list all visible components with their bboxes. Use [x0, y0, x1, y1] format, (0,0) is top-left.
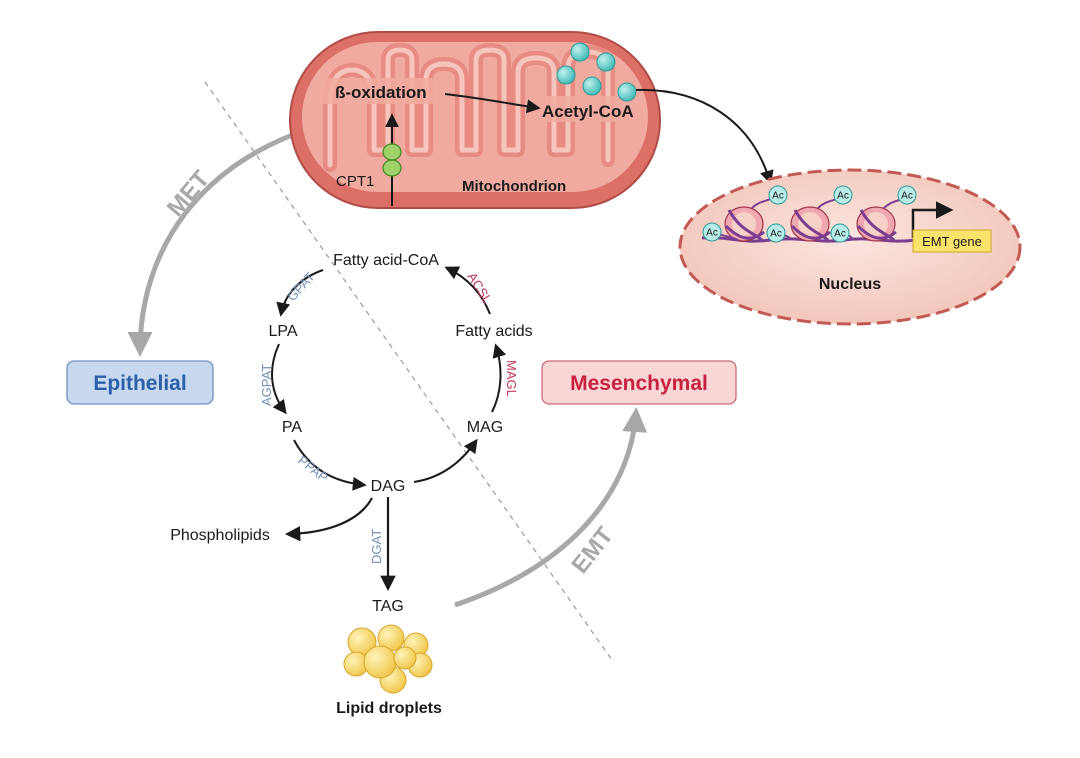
- node-pa: PA: [282, 419, 302, 436]
- svg-text:Ac: Ac: [770, 229, 782, 240]
- acetyl-mark: Ac: [768, 185, 788, 205]
- cpt1-transporter: [382, 113, 402, 206]
- epithelial-box: [66, 360, 214, 405]
- mesenchymal-box: [541, 360, 737, 405]
- arrow-facoa-to-lpa: [276, 269, 324, 317]
- node-mag: MAG: [467, 419, 503, 436]
- emt-arrow: [454, 407, 648, 608]
- arrow-mag-to-fatty-acids: [491, 343, 507, 413]
- svg-text:Ac: Ac: [837, 191, 849, 202]
- enzyme-magl: MAGL: [504, 360, 519, 397]
- divider-line: [204, 81, 613, 661]
- acetyl-mark: Ac: [897, 185, 917, 205]
- svg-text:Ac: Ac: [834, 229, 846, 240]
- node-fatty-acids: Fatty acids: [455, 323, 532, 340]
- node-lpa: LPA: [268, 323, 297, 340]
- enzyme-acsl: ACSL: [464, 270, 495, 307]
- arrow-dag-to-mag: [413, 438, 478, 483]
- lipid-droplets-icon: [343, 624, 433, 694]
- node-tag: TAG: [372, 598, 404, 615]
- epithelial-label: Epithelial: [93, 372, 186, 395]
- met-label: MET: [162, 165, 215, 221]
- node-fatty-acid-coa: Fatty acid-CoA: [333, 252, 439, 269]
- svg-text:Ac: Ac: [901, 191, 913, 202]
- acetyl-mark: Ac: [833, 185, 853, 205]
- arrow-dag-to-phospholipids: [284, 497, 373, 542]
- node-phospholipids: Phospholipids: [170, 527, 270, 544]
- arrow-lpa-to-pa: [271, 343, 287, 415]
- transcription-start-arrow: [911, 201, 954, 238]
- beta-to-acetyl-arrow: [444, 93, 541, 114]
- met-arrow: [127, 122, 323, 357]
- mesenchymal-label: Mesenchymal: [570, 372, 708, 395]
- node-dag: DAG: [371, 478, 406, 495]
- enzyme-dgat: DGAT: [369, 529, 384, 564]
- arrow-pa-to-dag: [293, 439, 367, 491]
- emt-label: EMT: [566, 522, 619, 579]
- lipid-droplets-label: Lipid droplets: [336, 700, 442, 717]
- acetyl-coa-label: Acetyl-CoA: [542, 102, 634, 121]
- svg-text:Ac: Ac: [706, 228, 718, 239]
- mitochondrion-label: Mitochondrion: [462, 178, 566, 195]
- emt-gene-label: EMT gene: [922, 234, 982, 249]
- arrow-fatty-acids-to-facoa: [444, 266, 491, 315]
- acetyl-mark: Ac: [702, 222, 722, 242]
- acetyl-mark: Ac: [830, 223, 850, 243]
- acetyl-coa-beads: [556, 42, 637, 102]
- emt-gene-box: [912, 229, 992, 253]
- cpt1-label: CPT1: [336, 173, 374, 190]
- nucleus-label: Nucleus: [819, 276, 881, 293]
- enzyme-agpat: AGPAT: [259, 364, 274, 406]
- nucleus: [678, 168, 1022, 326]
- acetyl-to-nucleus-arrow: [635, 88, 774, 185]
- enzyme-ppap: PPAP: [295, 453, 331, 486]
- acetyl-mark: Ac: [766, 223, 786, 243]
- svg-text:Ac: Ac: [772, 191, 784, 202]
- beta-oxidation-label: ß-oxidation: [335, 83, 427, 102]
